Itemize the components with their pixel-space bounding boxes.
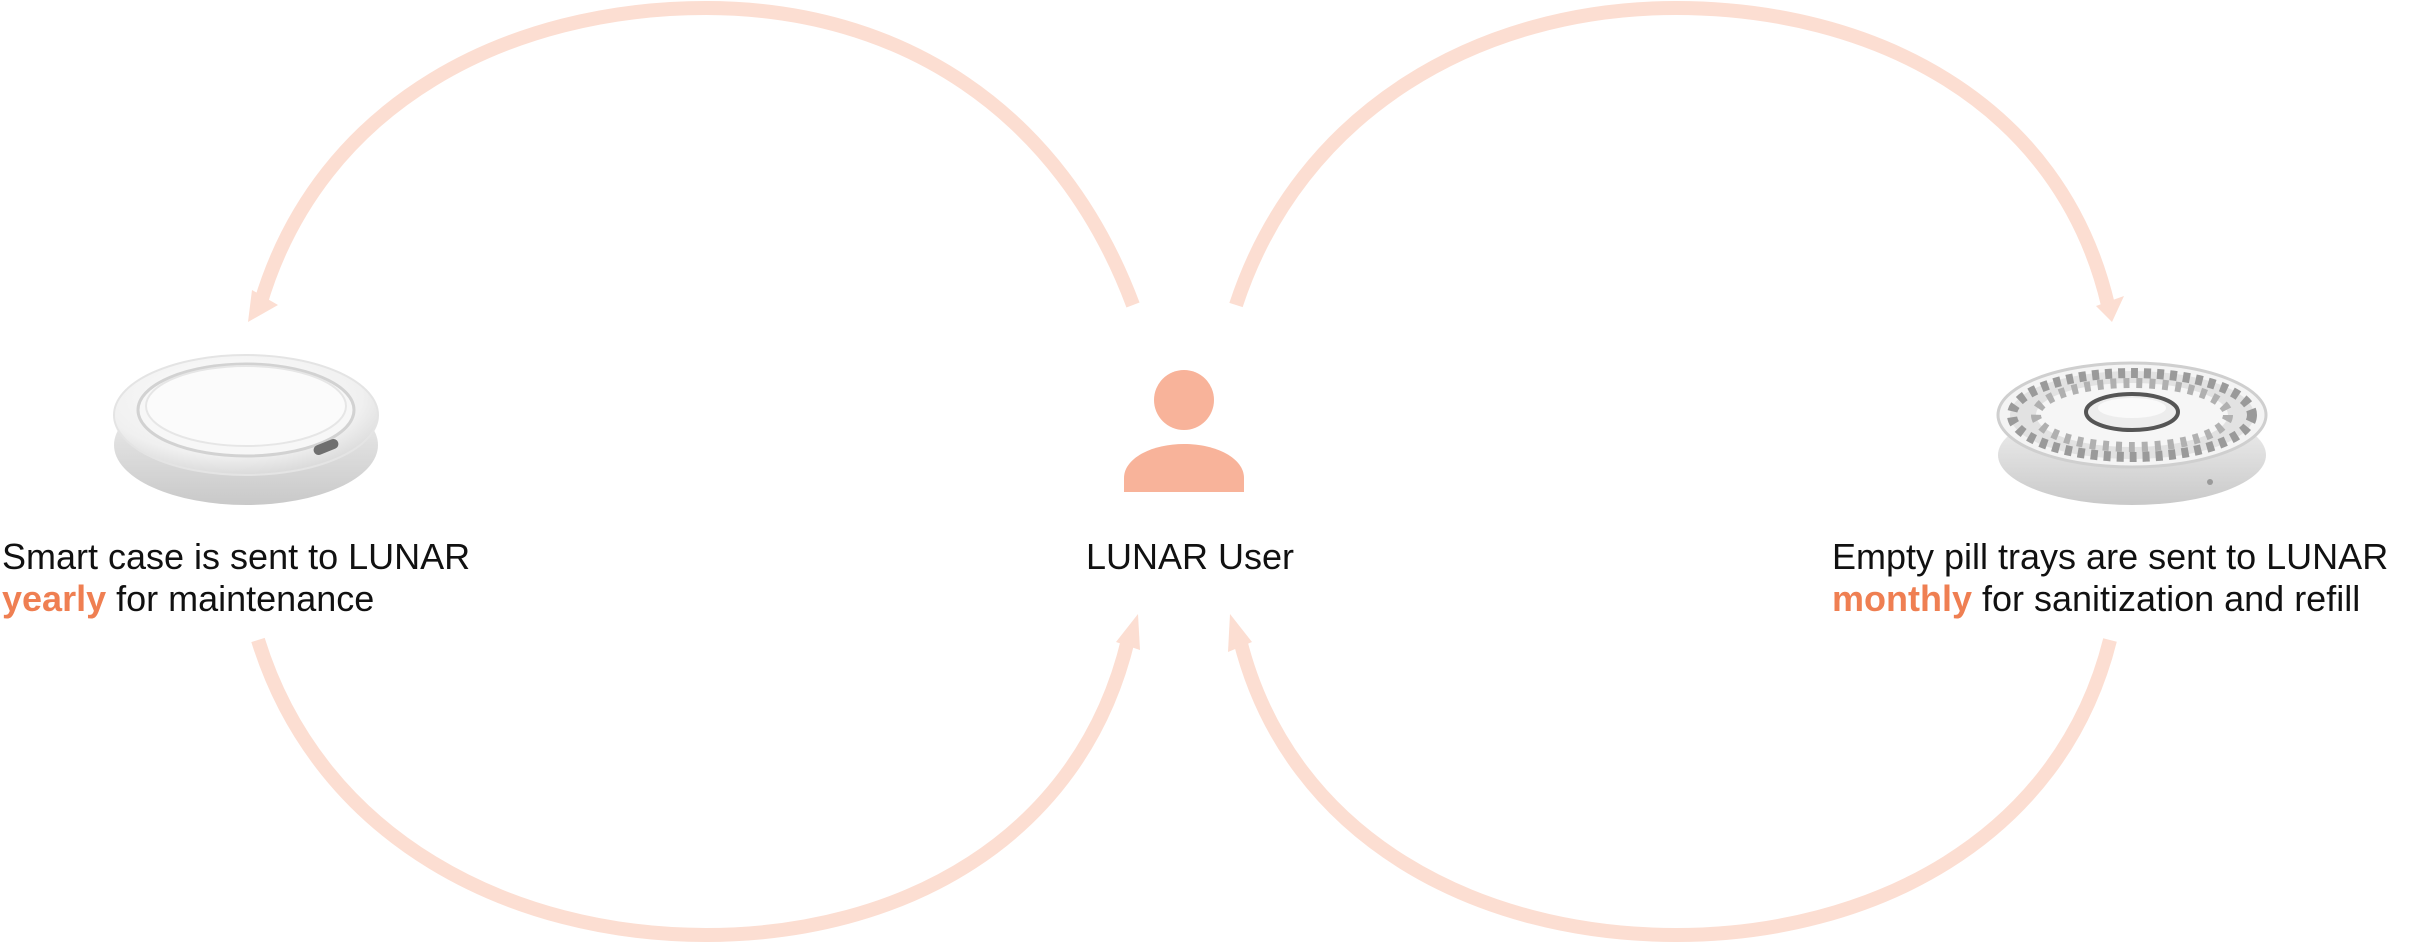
arrowhead-into-smart-case (248, 290, 278, 322)
pill-trays-label: Empty pill trays are sent to LUNAR month… (1832, 536, 2388, 620)
arrow-case-to-user-bottom (251, 637, 1135, 942)
pill-trays-label-line2: monthly for sanitization and refill (1832, 578, 2388, 620)
arrowhead-into-user-right (1228, 614, 1252, 652)
smart-case-label-line2: yearly for maintenance (2, 578, 470, 620)
smart-case-label-line1: Smart case is sent to LUNAR (2, 536, 471, 577)
arrow-user-to-case-top (253, 0, 1140, 308)
user-label: LUNAR User (1086, 536, 1295, 577)
pill-tray-device (1996, 361, 2268, 505)
smart-case-label: Smart case is sent to LUNAR yearly for m… (2, 536, 470, 620)
arrow-user-to-trays-top (1229, 0, 2115, 308)
frequency-monthly: monthly (1832, 578, 1972, 619)
arrow-trays-to-user-bottom (1233, 638, 2117, 942)
arrowhead-into-pill-trays (2096, 296, 2124, 322)
arrowhead-into-user-left (1116, 614, 1140, 650)
smart-case-label-line2-rest: for maintenance (106, 578, 375, 619)
frequency-yearly: yearly (2, 578, 107, 619)
pill-trays-label-line2-rest: for sanitization and refill (1972, 578, 2361, 619)
pill-trays-label-line1: Empty pill trays are sent to LUNAR (1832, 536, 2389, 577)
smart-case-device (113, 354, 379, 505)
user-icon (1124, 370, 1244, 492)
